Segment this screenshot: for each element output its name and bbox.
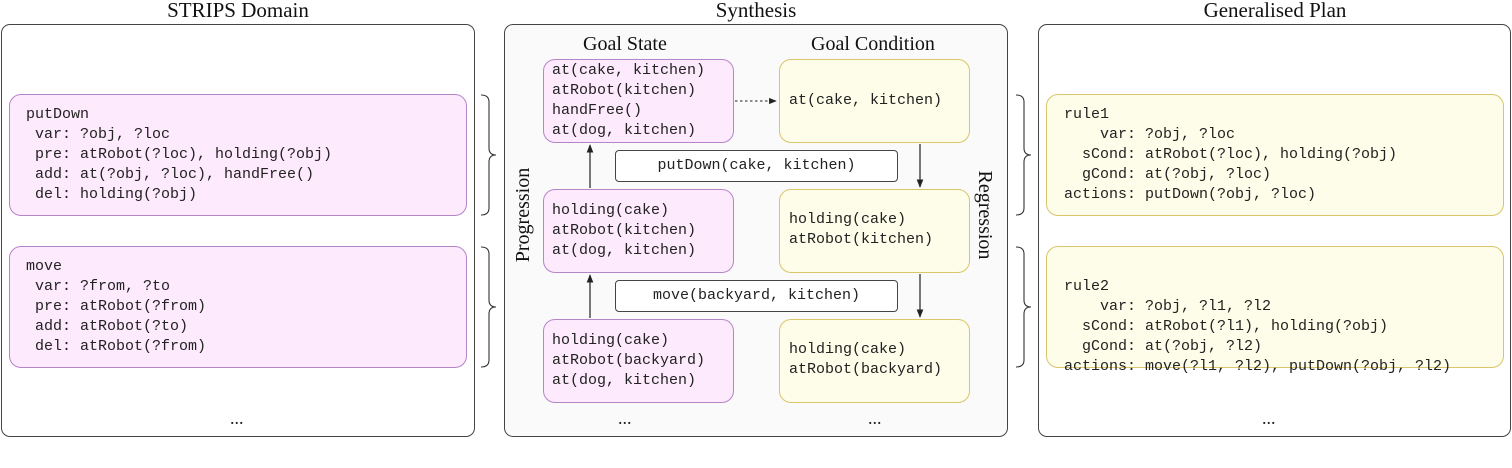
strips-domain-title: STRIPS Domain bbox=[167, 0, 309, 22]
action-move-label: move(backyard, kitchen) bbox=[615, 280, 898, 312]
rule2-box: rule2 var: ?obj, ?l1, ?l2 sCond: atRobot… bbox=[1046, 246, 1504, 375]
goal-state-box-1: at(cake, kitchen) atRobot(kitchen) handF… bbox=[543, 59, 734, 143]
goal-state-box-3: holding(cake) atRobot(backyard) at(dog, … bbox=[543, 319, 734, 403]
brace-left-bottom bbox=[480, 246, 497, 368]
putdown-action-schema: putDown var: ?obj, ?loc pre: atRobot(?lo… bbox=[9, 94, 467, 216]
strips-domain-panel bbox=[1, 24, 475, 437]
action-putdown-label: putDown(cake, kitchen) bbox=[615, 150, 898, 182]
goal-condition-box-2: holding(cake) atRobot(kitchen) bbox=[779, 189, 970, 273]
brace-right-top bbox=[1015, 94, 1032, 216]
goal-condition-box-3: holding(cake) atRobot(backyard) bbox=[779, 319, 970, 403]
plan-ellipsis: ... bbox=[1262, 408, 1276, 428]
goal-state-ellipsis: ... bbox=[618, 408, 632, 428]
brace-right-bottom bbox=[1015, 246, 1032, 368]
goal-condition-heading: Goal Condition bbox=[811, 33, 935, 55]
rule1-box: rule1 var: ?obj, ?loc sCond: atRobot(?lo… bbox=[1046, 94, 1504, 216]
generalised-plan-title: Generalised Plan bbox=[1203, 0, 1347, 22]
domain-ellipsis: ... bbox=[230, 408, 244, 428]
brace-left-top bbox=[480, 94, 497, 216]
goal-state-box-2: holding(cake) atRobot(kitchen) at(dog, k… bbox=[543, 189, 734, 273]
goal-condition-ellipsis: ... bbox=[868, 408, 882, 428]
goal-condition-box-1: at(cake, kitchen) bbox=[779, 59, 970, 143]
goal-state-heading: Goal State bbox=[583, 33, 667, 55]
synthesis-title: Synthesis bbox=[715, 0, 797, 22]
move-action-schema: move var: ?from, ?to pre: atRobot(?from)… bbox=[9, 246, 467, 368]
generalised-plan-panel bbox=[1038, 24, 1511, 437]
